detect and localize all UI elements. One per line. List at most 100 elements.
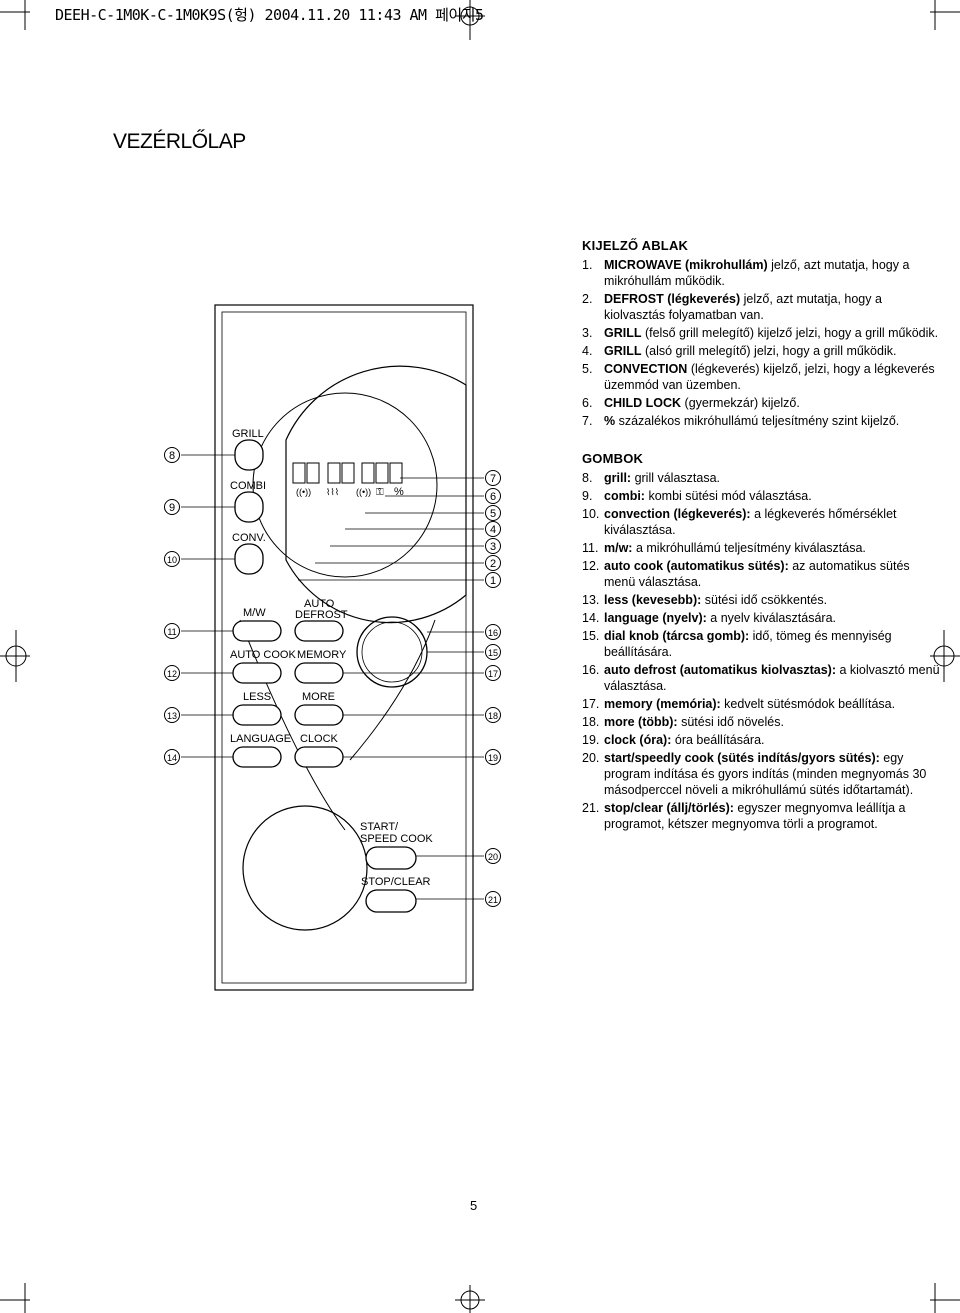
page-title: VEZÉRLŐLAP <box>113 130 246 153</box>
combi-button <box>234 491 264 523</box>
callout-number-20: 20 <box>488 852 498 862</box>
button-item: 13.less (kevesebb): sütési idő csökkenté… <box>582 592 942 608</box>
item-number: 6. <box>582 396 593 410</box>
item-number: 10. <box>582 507 600 521</box>
auto-defrost-button <box>294 620 344 642</box>
callout-circle-12 <box>164 665 180 681</box>
item-term: auto cook (automatikus sütés): <box>604 559 789 573</box>
item-number: 18. <box>582 715 600 729</box>
mw-button <box>232 620 282 642</box>
buttons-section-heading: GOMBOK <box>582 451 644 466</box>
item-description: az automatikus sütés menü választása. <box>604 559 910 589</box>
button-item: 8.grill: grill választasa. <box>582 470 942 486</box>
start-label-2: SPEED COOK <box>360 833 433 845</box>
item-term: CONVECTION <box>604 362 688 376</box>
microwave-indicator-icon: ((•)) <box>296 487 311 497</box>
item-description: grill választasa. <box>631 471 721 485</box>
display-list: 1.MICROWAVE (mikrohullám) jelző, azt mut… <box>582 257 942 429</box>
display-window <box>285 365 467 624</box>
callout-number-16: 16 <box>488 628 498 638</box>
percent-indicator: % <box>394 486 404 498</box>
display-circle <box>252 392 438 578</box>
combi-label: COMBI <box>230 480 266 492</box>
callout-circle-14 <box>164 749 180 765</box>
display-item: 4.GRILL (alsó grill melegítő) jelzi, hog… <box>582 343 942 359</box>
callout-circle-1 <box>485 572 501 588</box>
grill-label: GRILL <box>232 428 264 440</box>
item-description: a légkeverés hőmérséklet kiválasztása. <box>604 507 897 537</box>
item-description: (légkeverés) kijelző, jelzi, hogy a légk… <box>604 362 935 392</box>
lcd-digits <box>292 462 403 484</box>
item-term: more (több): <box>604 715 678 729</box>
item-term: combi: <box>604 489 645 503</box>
callout-number-6: 6 <box>490 491 496 503</box>
panel-inner-outline <box>221 311 467 984</box>
item-term: GRILL <box>604 344 642 358</box>
conv-label: CONV. <box>232 532 266 544</box>
callout-number-13: 13 <box>167 711 177 721</box>
item-term: language (nyelv): <box>604 611 707 625</box>
item-term: auto defrost (automatikus kiolvasztas): <box>604 663 836 677</box>
callout-circle-6 <box>485 488 501 504</box>
callout-circle-3 <box>485 538 501 554</box>
callout-circle-8 <box>164 447 180 463</box>
more-label: MORE <box>302 691 335 703</box>
callout-number-7: 7 <box>490 473 496 485</box>
panel-outline <box>214 304 474 991</box>
item-number: 7. <box>582 414 593 428</box>
less-button <box>232 704 282 726</box>
leader-lines <box>181 454 484 900</box>
item-number: 9. <box>582 489 593 503</box>
button-item: 12. auto cook (automatikus sütés): az aut… <box>582 558 942 590</box>
item-term: stop/clear (állj/törlés): <box>604 801 734 815</box>
item-number: 21. <box>582 801 600 815</box>
callout-circle-7 <box>485 470 501 486</box>
stop-clear-button <box>365 889 417 913</box>
button-item: 14.language (nyelv): a nyelv kiválasztás… <box>582 610 942 626</box>
item-number: 8. <box>582 471 593 485</box>
item-number: 16. <box>582 663 600 677</box>
button-item: 11.m/w: a mikróhullámú teljesítmény kivá… <box>582 540 942 556</box>
button-item: 15.dial knob (tárcsa gomb): idő, tömeg é… <box>582 628 942 660</box>
item-description: sütési idő növelés. <box>677 715 784 729</box>
item-term: memory (memória): <box>604 697 721 711</box>
item-term: clock (óra): <box>604 733 672 747</box>
item-description: a kiolvasztó menü választása. <box>604 663 940 693</box>
item-term: % <box>604 414 616 428</box>
button-item: 17.memory (memória): kedvelt sütésmódok … <box>582 696 942 712</box>
callout-circle-5 <box>485 505 501 521</box>
callout-number-21: 21 <box>488 895 498 905</box>
display-section-heading: KIJELZŐ ABLAK <box>582 238 689 253</box>
callout-circle-2 <box>485 555 501 571</box>
language-button <box>232 746 282 768</box>
memory-button <box>294 662 344 684</box>
display-item: 3.GRILL (felső grill melegítő) kijelző j… <box>582 325 942 341</box>
callout-number-5: 5 <box>490 508 496 520</box>
item-term: CHILD LOCK <box>604 396 682 410</box>
item-description: jelző, azt mutatja, hogy a mikróhullám m… <box>604 258 910 288</box>
callout-number-14: 14 <box>167 753 177 763</box>
item-number: 12. <box>582 559 600 573</box>
more-button <box>294 704 344 726</box>
item-description: (alsó grill melegítő) jelzi, hogy a gril… <box>641 344 897 358</box>
callout-number-17: 17 <box>488 669 498 679</box>
item-description: (felső grill melegítő) kijelző jelzi, ho… <box>641 326 939 340</box>
description-column: KIJELZŐ ABLAK 1.MICROWAVE (mikrohullám) … <box>582 238 942 834</box>
callout-number-8: 8 <box>169 450 175 462</box>
display-item: 5.CONVECTION (légkeverés) kijelző, jelzi… <box>582 361 942 393</box>
start-speed-cook-button <box>365 846 417 870</box>
grill-indicator-icon: ⌇⌇⌇ <box>326 487 339 497</box>
grill-button <box>234 439 264 471</box>
clock-button <box>294 746 344 768</box>
conv-button <box>234 543 264 575</box>
button-item: 16. auto defrost (automatikus kiolvasztas… <box>582 662 942 694</box>
item-description: a mikróhullámú teljesítmény kiválasztása… <box>632 541 866 555</box>
button-item: 20.start/speedly cook (sütés indítás/gyo… <box>582 750 942 798</box>
callout-number-15: 15 <box>488 648 498 658</box>
callout-number-10: 10 <box>167 555 177 565</box>
stop-clear-label: STOP/CLEAR <box>361 876 431 888</box>
